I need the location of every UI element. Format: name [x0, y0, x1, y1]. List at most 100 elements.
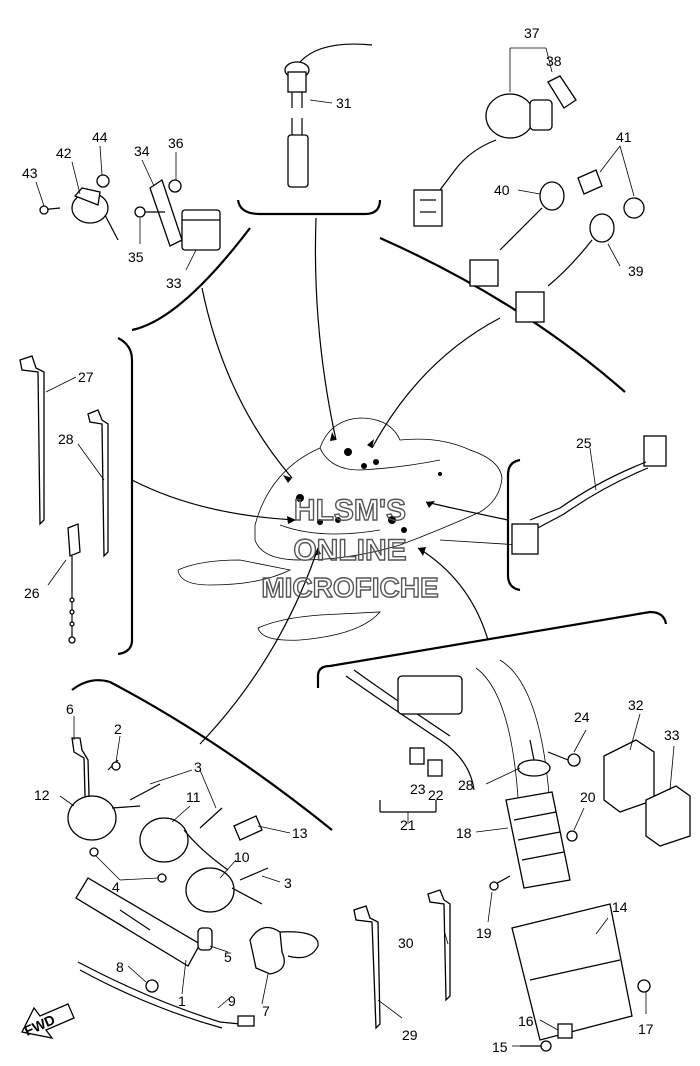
label-36: 36	[168, 135, 184, 151]
part-3-bolts	[129, 783, 269, 881]
label-5: 5	[224, 949, 232, 965]
frame-top-right	[379, 236, 626, 393]
label-29: 29	[402, 1027, 418, 1043]
label-16: 16	[518, 1013, 534, 1029]
label-17: 17	[638, 1021, 654, 1037]
label-7: 7	[262, 1003, 270, 1019]
watermark-line-1: HLSM'S	[294, 494, 406, 527]
frame-top-left	[131, 227, 251, 332]
frame-left	[117, 337, 134, 656]
part-16-washer	[557, 1023, 573, 1039]
label-14: 14	[612, 899, 628, 915]
part-43-screw	[39, 205, 61, 215]
harness-bundle	[345, 669, 475, 791]
frame-top-center	[236, 199, 382, 216]
part-10-coil	[185, 867, 263, 913]
label-8: 8	[116, 959, 124, 975]
part-44-nut	[96, 174, 110, 188]
part-bracket-plate	[75, 877, 201, 967]
leader-lower-left	[199, 547, 319, 745]
part-26-chain	[67, 523, 81, 644]
label-25: 25	[576, 435, 592, 451]
leader-left	[131, 479, 297, 521]
frame-right	[506, 458, 521, 592]
label-42: 42	[56, 145, 72, 161]
label-13: 13	[292, 825, 308, 841]
label-37: 37	[524, 25, 540, 41]
label-31: 31	[336, 95, 352, 111]
part-2-bolt	[107, 759, 121, 771]
label-12: 12	[34, 787, 50, 803]
label-1: 1	[178, 993, 186, 1009]
frame-bottom-right	[316, 610, 668, 688]
label-28-right: 28	[458, 777, 474, 793]
frame-bottom-left	[71, 679, 333, 831]
part-38-key	[547, 75, 577, 109]
label-38: 38	[546, 53, 562, 69]
label-3-top: 3	[194, 759, 202, 775]
part-31-sensor	[284, 43, 373, 188]
part-15-bolt	[520, 1040, 552, 1052]
part-14-cdi-unit	[511, 903, 633, 1041]
part-41-nuts	[577, 169, 645, 219]
callout-leaders	[35, 47, 675, 1047]
label-26: 26	[24, 585, 40, 601]
part-33-unit-top	[181, 209, 221, 251]
label-22: 22	[428, 787, 444, 803]
label-4: 4	[112, 879, 120, 895]
label-32: 32	[628, 697, 644, 713]
part-30-band	[427, 889, 451, 1002]
leader-31	[314, 217, 337, 441]
label-33-bottom: 33	[664, 727, 680, 743]
label-28-left: 28	[58, 431, 74, 447]
part-12-coil	[67, 795, 141, 841]
label-18: 18	[456, 825, 472, 841]
watermark-line-2: ONLINE	[293, 534, 406, 567]
part-9-harness	[77, 961, 255, 1029]
label-35: 35	[128, 249, 144, 265]
watermark-line-3: MICROFICHE	[261, 572, 438, 603]
label-39: 39	[628, 263, 644, 279]
label-24: 24	[574, 709, 590, 725]
label-10: 10	[234, 849, 250, 865]
part-25-harness	[511, 435, 667, 555]
part-29-band	[353, 905, 381, 1030]
label-6: 6	[66, 701, 74, 717]
fwd-arrow-icon: FWD	[21, 1003, 75, 1039]
label-30: 30	[398, 935, 414, 951]
label-11: 11	[186, 789, 201, 805]
part-20-nut	[566, 830, 578, 842]
part-17-nut	[637, 979, 651, 993]
label-23: 23	[410, 781, 426, 797]
part-33-unit-bottom	[645, 785, 691, 847]
part-5-sleeve	[197, 927, 213, 951]
label-41: 41	[616, 129, 632, 145]
part-7-plug-cap	[249, 926, 319, 975]
leader-33	[201, 287, 293, 479]
part-19-bolt	[489, 875, 511, 891]
part-labels: 31 37 38 41 40 39 42 44 43 34 36 35 33 2…	[22, 25, 680, 1055]
part-36-nut	[168, 179, 182, 193]
leader-25	[425, 501, 509, 521]
label-2: 2	[114, 721, 122, 737]
part-28-band-left	[87, 409, 109, 558]
part-24-bolt	[547, 751, 581, 767]
part-40-switch	[469, 181, 565, 287]
part-13-clip	[233, 815, 263, 841]
label-43: 43	[22, 165, 38, 181]
part-18-regulator	[505, 791, 571, 889]
part-35-bolt	[134, 206, 165, 218]
label-21: 21	[400, 817, 416, 833]
snowmobile-outline	[177, 417, 521, 641]
label-9: 9	[228, 993, 236, 1009]
leader-40	[371, 317, 501, 449]
part-39-switch	[515, 213, 615, 323]
part-8-nut	[145, 979, 159, 993]
part-28-band-right	[517, 739, 551, 777]
label-33-top: 33	[166, 275, 182, 291]
part-27-band	[19, 355, 45, 526]
part-22-connector	[427, 759, 443, 777]
part-37-ignition-switch	[413, 93, 553, 227]
